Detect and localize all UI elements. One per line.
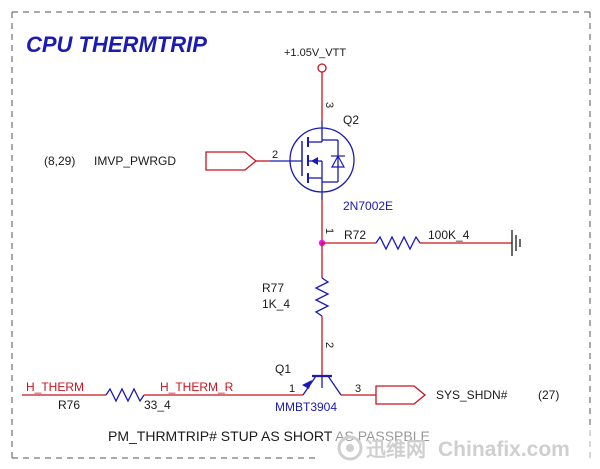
- q2-pin-bottom: 1: [323, 228, 335, 234]
- r72-value: 100K_4: [428, 228, 470, 242]
- chinafix-logo-icon: [337, 435, 363, 461]
- q1-ref: Q1: [275, 362, 291, 376]
- q2-ref: Q2: [343, 113, 359, 127]
- gate-offpage-connector: [205, 151, 258, 171]
- q2-part: 2N7002E: [343, 199, 393, 213]
- dashed-frame: [11, 11, 591, 459]
- q1-transistor: [302, 374, 342, 396]
- q1-part: MMBT3904: [275, 400, 337, 414]
- h-therm-net: H_THERM: [26, 380, 84, 394]
- q2-mosfet: 3: [270, 72, 355, 243]
- gate-net-ref: (8,29): [44, 154, 75, 168]
- page-title: CPU THERMTRIP: [26, 32, 207, 57]
- r76-value: 33_4: [144, 398, 171, 412]
- r77-ref: R77: [262, 281, 284, 295]
- r77-resistor: [314, 277, 330, 317]
- q1-pin-left: 1: [289, 383, 295, 395]
- q1-pin-top: 2: [323, 342, 335, 348]
- sys-shdn-ref: (27): [538, 388, 559, 402]
- watermark-cn: 迅维网: [366, 437, 426, 461]
- r76-resistor: [105, 387, 145, 403]
- r76-ref: R76: [58, 398, 80, 412]
- sys-shdn-net: SYS_SHDN#: [436, 388, 508, 402]
- r72-resistor: [375, 235, 421, 251]
- r77-value: 1K_4: [262, 297, 290, 311]
- ground-icon: [511, 230, 521, 256]
- r72-ref: R72: [344, 228, 366, 242]
- gate-net-name: IMVP_PWRGD: [94, 154, 176, 168]
- q2-pin-gate: 2: [272, 149, 278, 161]
- sys-shdn-offpage-connector: [375, 385, 427, 405]
- watermark-en: Chinafix.com: [438, 438, 570, 461]
- watermark: 迅维网 Chinafix.com: [334, 430, 598, 466]
- power-rail-label: +1.05V_VTT: [284, 47, 346, 59]
- q2-pin-top: 3: [323, 102, 335, 108]
- power-rail-terminal: [317, 63, 327, 73]
- q1-pin-right: 3: [355, 383, 361, 395]
- h-therm-r-net: H_THERM_R: [160, 380, 234, 394]
